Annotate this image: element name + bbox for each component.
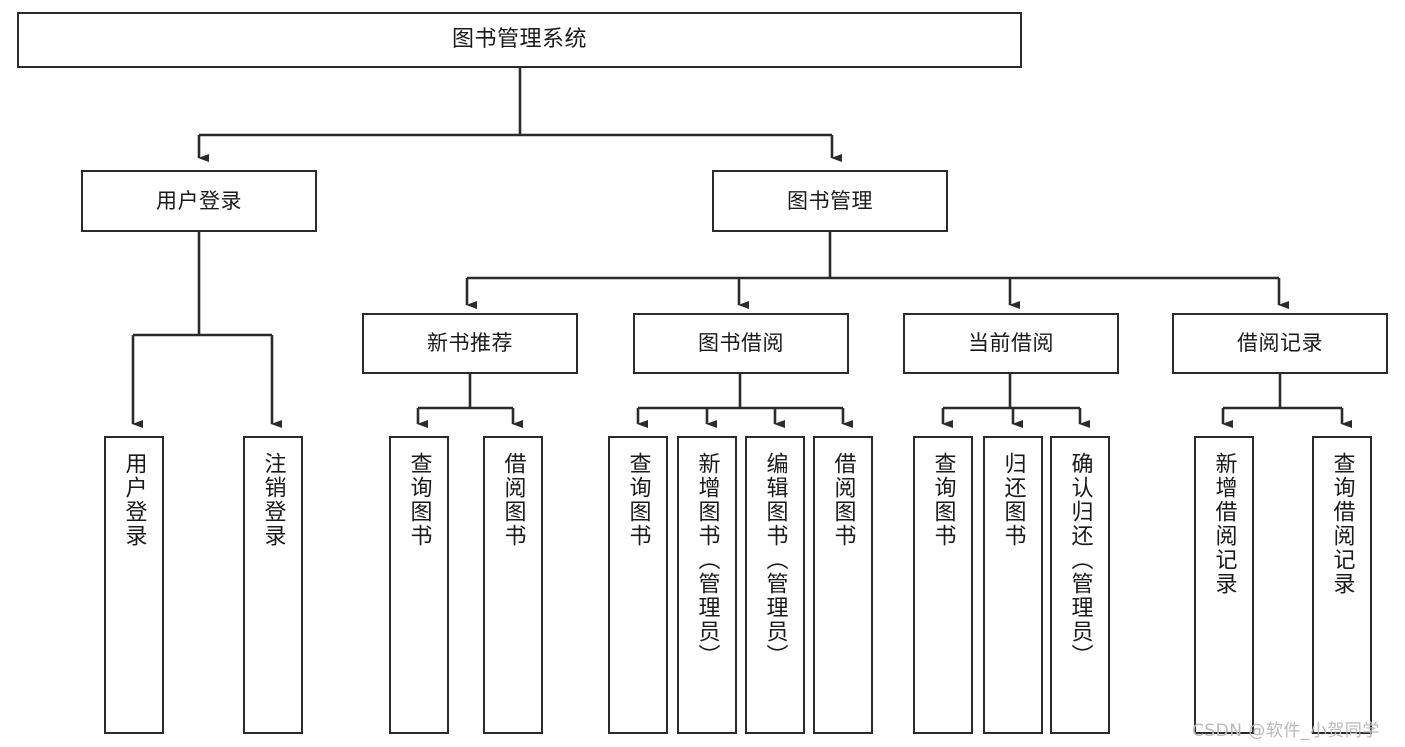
node-leaf-edit-book[interactable]: 编辑图书（管理员） <box>745 436 805 734</box>
node-label: 新书推荐 <box>427 331 513 356</box>
node-label: 查询图书 <box>930 452 956 548</box>
node-label: 新增图书（管理员） <box>694 452 720 668</box>
node-label: 借阅图书 <box>500 452 526 548</box>
node-label: 归还图书 <box>1000 452 1026 548</box>
node-label: 用户登录 <box>121 452 147 548</box>
node-label: 当前借阅 <box>968 331 1054 356</box>
node-leaf-logout-login[interactable]: 注销登录 <box>243 436 303 734</box>
node-leaf-borrow-book-1[interactable]: 借阅图书 <box>483 436 543 734</box>
node-label: 借阅记录 <box>1237 331 1323 356</box>
node-label: 查询借阅记录 <box>1329 452 1355 596</box>
node-label: 图书管理系统 <box>451 27 587 53</box>
node-label: 图书管理 <box>787 188 873 213</box>
node-new-book-recommend[interactable]: 新书推荐 <box>362 313 578 374</box>
node-leaf-add-book[interactable]: 新增图书（管理员） <box>677 436 737 734</box>
node-borrow-record[interactable]: 借阅记录 <box>1172 313 1388 374</box>
node-leaf-query-book-2[interactable]: 查询图书 <box>608 436 668 734</box>
node-leaf-add-record[interactable]: 新增借阅记录 <box>1194 436 1254 734</box>
node-book-borrow[interactable]: 图书借阅 <box>633 313 849 374</box>
node-leaf-query-book-1[interactable]: 查询图书 <box>389 436 449 734</box>
node-label: 查询图书 <box>625 452 651 548</box>
node-leaf-borrow-book-2[interactable]: 借阅图书 <box>813 436 873 734</box>
node-leaf-query-record[interactable]: 查询借阅记录 <box>1312 436 1372 734</box>
node-book-management[interactable]: 图书管理 <box>712 170 948 232</box>
node-label: 编辑图书（管理员） <box>762 452 788 668</box>
csdn-watermark: CSDN @软件_小贺同学 <box>1192 721 1380 741</box>
node-label: 新增借阅记录 <box>1211 452 1237 596</box>
node-leaf-return-book[interactable]: 归还图书 <box>983 436 1043 734</box>
node-label: 借阅图书 <box>830 452 856 548</box>
node-label: 用户登录 <box>156 188 242 213</box>
node-leaf-query-book-3[interactable]: 查询图书 <box>913 436 973 734</box>
node-label: 查询图书 <box>406 452 432 548</box>
node-current-borrow[interactable]: 当前借阅 <box>903 313 1119 374</box>
node-label: 注销登录 <box>260 452 286 548</box>
node-user-login[interactable]: 用户登录 <box>81 170 317 232</box>
node-label: 图书借阅 <box>698 331 784 356</box>
node-root-book-management-system[interactable]: 图书管理系统 <box>17 12 1022 68</box>
node-leaf-user-login[interactable]: 用户登录 <box>104 436 164 734</box>
node-leaf-confirm-return[interactable]: 确认归还（管理员） <box>1050 436 1110 734</box>
node-label: 确认归还（管理员） <box>1067 452 1093 668</box>
